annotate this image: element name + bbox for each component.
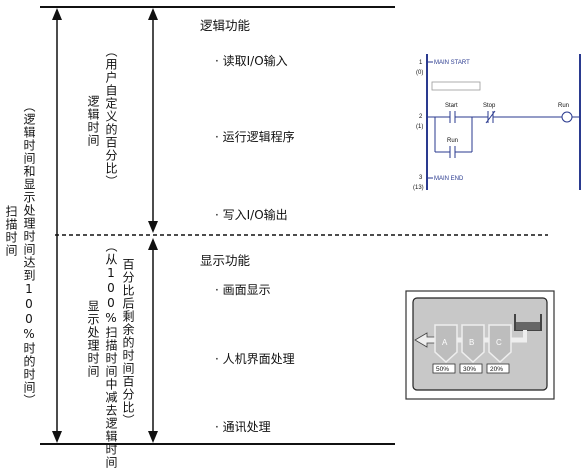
hmi-panel: A 50% B 30% C 20% — [405, 290, 555, 400]
tank-b-label: B — [469, 338, 474, 347]
scan-time-subtitle: （逻辑时间和显示处理时间达到100%时的时间） — [22, 100, 36, 407]
rung1-sub: (0) — [416, 70, 423, 76]
rung2-number: 2 — [419, 114, 423, 120]
coil-run-label: Run — [558, 103, 569, 109]
scan-time-arrow-head-top — [52, 8, 62, 20]
rung1-label: MAIN START — [434, 60, 470, 66]
display-time-subtitle: （从100%扫描时间中减去逻辑时间 — [104, 240, 118, 469]
scan-time-arrow-head-bottom — [52, 431, 62, 443]
contact-start-label: Start — [445, 103, 458, 109]
tank-a-icon — [434, 324, 458, 364]
rung1-comment-box — [431, 81, 481, 91]
timing-diagram-lines — [40, 6, 548, 445]
logic-item-run-program: · 运行逻辑程序 — [215, 130, 295, 144]
tank-c-icon — [488, 324, 512, 364]
logic-time-subtitle: （用户自定义的百分比） — [104, 45, 118, 188]
rung2-sub: (1) — [416, 124, 423, 130]
display-item-hmi: · 人机界面处理 — [215, 352, 295, 366]
rung3-sub: (13) — [413, 185, 424, 191]
tank-c-label: C — [496, 338, 502, 347]
display-item-screen: · 画面显示 — [215, 283, 271, 297]
ladder-diagram: 1 (0) MAIN START 2 (1) Start Stop Run Ru… — [413, 54, 581, 191]
tank-c-percent: 20% — [490, 366, 503, 373]
display-time-title: 显示处理时间 — [86, 300, 100, 378]
display-time-arrow-head-bottom — [148, 431, 158, 443]
rung3-label: MAIN END — [434, 176, 464, 182]
display-time-subtitle-2: 百分比后剩余的时间百分比） — [121, 258, 135, 427]
display-item-comm: · 通讯处理 — [215, 420, 271, 434]
logic-time-arrow-head-bottom — [148, 221, 158, 233]
scan-time-title: 扫描时间 — [4, 205, 18, 257]
rung1-number: 1 — [419, 60, 423, 66]
logic-time-title: 逻辑时间 — [86, 95, 100, 147]
logic-item-read-io: · 读取I/O输入 — [215, 54, 288, 68]
tank-b-icon — [461, 324, 485, 364]
contact-run-label: Run — [447, 138, 458, 144]
tank-a-percent: 50% — [436, 366, 449, 373]
tank-b-percent: 30% — [463, 366, 476, 373]
coil-run — [561, 111, 573, 123]
rung3-number: 3 — [419, 175, 423, 181]
logic-time-arrow-head-top — [148, 8, 158, 20]
tank-a-label: A — [442, 338, 448, 347]
display-time-arrow-head-top — [148, 238, 158, 250]
logic-section-heading: 逻辑功能 — [200, 18, 251, 33]
logic-item-write-io: · 写入I/O输出 — [215, 208, 288, 222]
contact-stop-label: Stop — [483, 103, 496, 109]
display-section-heading: 显示功能 — [200, 253, 251, 268]
